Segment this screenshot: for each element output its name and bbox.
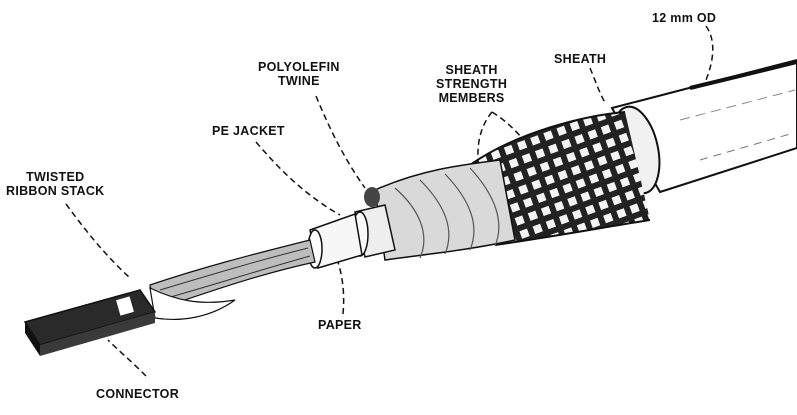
label-sheath: SHEATH xyxy=(554,52,606,66)
label-connector-text: CONNECTOR xyxy=(96,387,179,401)
label-connector: CONNECTOR xyxy=(96,387,179,401)
label-polyolefin-twine: POLYOLEFIN TWINE xyxy=(258,60,340,88)
label-sheath-strength-members: SHEATH STRENGTH MEMBERS xyxy=(436,63,507,105)
label-twine-line1: POLYOLEFIN xyxy=(258,60,340,74)
label-strength-line2: STRENGTH xyxy=(436,77,507,91)
label-paper: PAPER xyxy=(318,318,362,332)
paper-layer xyxy=(308,214,362,268)
label-pe-jacket: PE JACKET xyxy=(212,124,285,138)
label-ribbon-line2: RIBBON STACK xyxy=(6,184,105,198)
label-twisted-ribbon-stack: TWISTED RIBBON STACK xyxy=(6,170,105,198)
label-sheath-text: SHEATH xyxy=(554,52,606,66)
ribbon-stack xyxy=(150,240,315,319)
label-paper-text: PAPER xyxy=(318,318,362,332)
label-twine-line2: TWINE xyxy=(258,74,340,88)
connector-block xyxy=(25,290,155,356)
label-od-text: 12 mm OD xyxy=(652,11,716,25)
label-pe-jacket-text: PE JACKET xyxy=(212,124,285,138)
label-strength-line3: MEMBERS xyxy=(436,91,507,105)
label-ribbon-line1: TWISTED xyxy=(6,170,105,184)
label-12mm-od: 12 mm OD xyxy=(652,11,716,25)
label-strength-line1: SHEATH xyxy=(436,63,507,77)
